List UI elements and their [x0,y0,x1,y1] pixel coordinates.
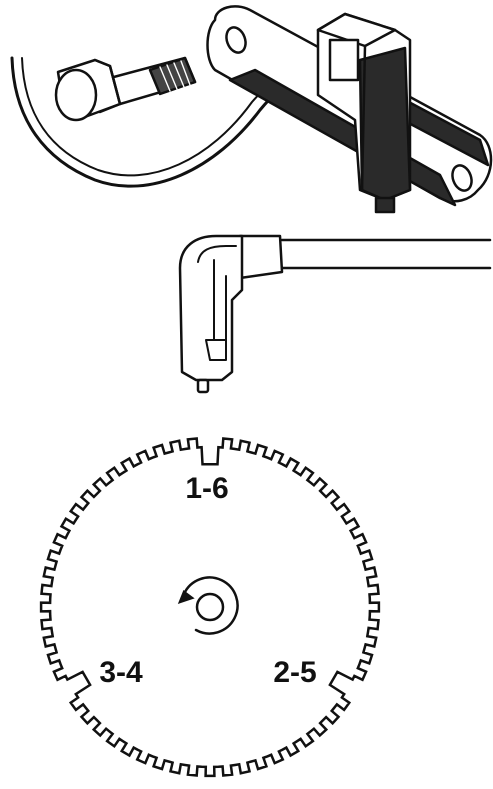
label-1-6: 1-6 [185,472,228,505]
label-2-5: 2-5 [273,656,316,689]
rotation-arrow-icon [177,576,239,635]
sensor-side-view [178,234,492,394]
sensor-assembly-illustration [10,5,493,214]
bolt-icon [54,56,197,122]
sensor-body [316,12,412,214]
label-3-4: 3-4 [99,656,143,689]
